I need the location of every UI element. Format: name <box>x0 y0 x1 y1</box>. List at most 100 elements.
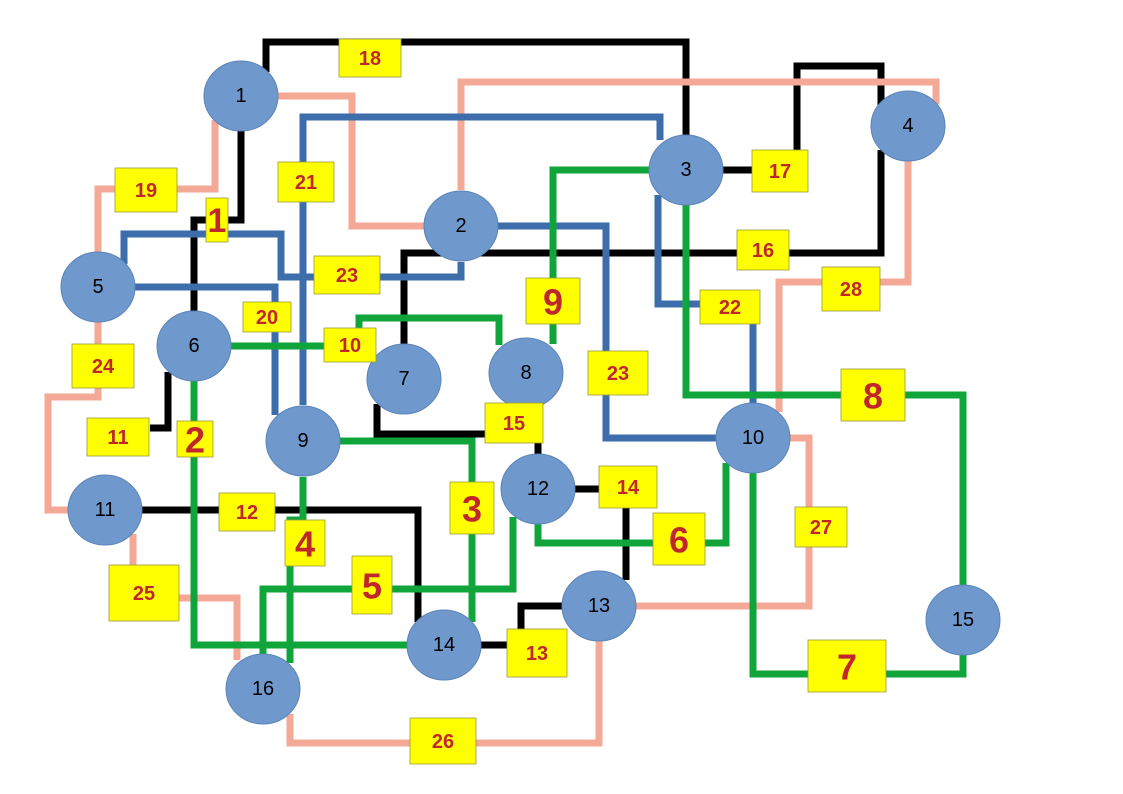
weight-text: 1 <box>208 202 227 240</box>
weight-text: 10 <box>339 335 361 357</box>
node-circle <box>406 609 482 681</box>
node-label: 16 <box>252 678 274 700</box>
weight-box <box>652 512 706 566</box>
node-circle <box>156 310 232 382</box>
weight-box <box>484 402 544 444</box>
weight-label-4-10: 28 <box>821 266 881 312</box>
weight-text: 13 <box>526 643 548 665</box>
weight-text: 25 <box>133 583 155 605</box>
weight-box <box>807 639 887 693</box>
weight-label-12-13: 14 <box>598 465 658 509</box>
node-circle <box>423 190 499 262</box>
edge-7-12 <box>373 404 542 456</box>
weight-box <box>338 38 402 78</box>
node-6: 6 <box>156 310 232 382</box>
weight-label-13-10: 27 <box>794 506 848 548</box>
edge-5-9 <box>135 283 279 415</box>
weight-box <box>525 277 581 325</box>
node-circle <box>870 90 946 162</box>
edge-3-15 <box>682 205 967 586</box>
weight-box <box>587 350 649 396</box>
weight-text: 23 <box>336 265 358 287</box>
node-label: 15 <box>952 609 974 631</box>
weight-label-4-7: 16 <box>736 229 790 271</box>
edge-2-4 <box>457 78 940 190</box>
edge-13-14 <box>481 602 562 649</box>
weight-box <box>840 368 906 422</box>
weight-box <box>598 465 658 509</box>
weight-text: 26 <box>432 731 454 753</box>
weight-box <box>699 289 761 325</box>
node-5: 5 <box>60 251 136 323</box>
weight-text: 20 <box>256 307 278 329</box>
weight-box <box>323 327 377 363</box>
edge-6-14 <box>190 380 407 649</box>
weight-box <box>71 343 135 389</box>
weight-label-9-14: 3 <box>449 481 495 535</box>
edge-5-2 <box>120 230 465 281</box>
weight-text: 3 <box>462 489 482 530</box>
weight-text: 27 <box>810 517 832 539</box>
weight-box <box>176 420 214 458</box>
edge-1-2 <box>278 92 424 230</box>
weight-box <box>218 492 276 532</box>
node-label: 2 <box>455 215 466 237</box>
weight-label-3-4: 17 <box>751 149 809 193</box>
weight-box <box>114 167 178 213</box>
weight-text: 17 <box>769 161 791 183</box>
edge-1-3 <box>262 38 690 150</box>
weight-text: 24 <box>92 356 115 378</box>
weight-label-13-14: 13 <box>506 628 568 678</box>
weight-label-1-6: 1 <box>205 197 229 243</box>
weight-label-11-16: 25 <box>108 564 180 622</box>
node-label: 12 <box>527 478 549 500</box>
weight-label-9-16: 4 <box>284 519 326 567</box>
node-label: 13 <box>588 595 610 617</box>
weight-text: 22 <box>719 297 741 319</box>
node-2: 2 <box>423 190 499 262</box>
node-16: 16 <box>225 653 301 725</box>
weight-text: 11 <box>107 427 128 449</box>
node-circle <box>60 251 136 323</box>
weight-box <box>409 717 477 765</box>
weight-box <box>108 564 180 622</box>
weight-box <box>313 255 381 295</box>
weight-label-12-10: 6 <box>652 512 706 566</box>
edge-4-7 <box>400 150 885 345</box>
node-label: 5 <box>92 276 103 298</box>
weight-text: 21 <box>295 172 317 194</box>
node-label: 11 <box>95 499 116 521</box>
node-12: 12 <box>500 453 576 525</box>
weight-text: 4 <box>295 524 315 565</box>
node-label: 3 <box>680 159 691 181</box>
weight-text: 18 <box>359 48 381 70</box>
node-14: 14 <box>406 609 482 681</box>
weight-label-10-15: 7 <box>807 639 887 693</box>
weight-box <box>736 229 790 271</box>
weight-label-3-8: 9 <box>525 277 581 325</box>
weight-text: 2 <box>185 420 205 461</box>
weight-text: 12 <box>236 502 258 524</box>
weight-label-5-2: 23 <box>313 255 381 295</box>
weight-text: 19 <box>135 180 157 202</box>
weight-box <box>284 519 326 567</box>
weight-box <box>751 149 809 193</box>
edge-9-3 <box>299 113 664 405</box>
node-label: 10 <box>742 427 764 449</box>
node-circle <box>925 584 1001 656</box>
weight-box <box>242 301 292 333</box>
weight-text: 6 <box>669 520 689 561</box>
weight-label-6-8: 10 <box>323 327 377 363</box>
node-8: 8 <box>488 337 564 409</box>
node-15: 15 <box>925 584 1001 656</box>
weight-box <box>506 628 568 678</box>
node-label: 4 <box>902 115 913 137</box>
weight-box <box>277 161 335 203</box>
node-label: 1 <box>235 85 246 107</box>
node-circle <box>67 474 143 546</box>
node-9: 9 <box>265 405 341 477</box>
edge-9-14 <box>340 437 476 622</box>
edge-6-11 <box>150 372 172 432</box>
weight-label-5-11: 24 <box>71 343 135 389</box>
